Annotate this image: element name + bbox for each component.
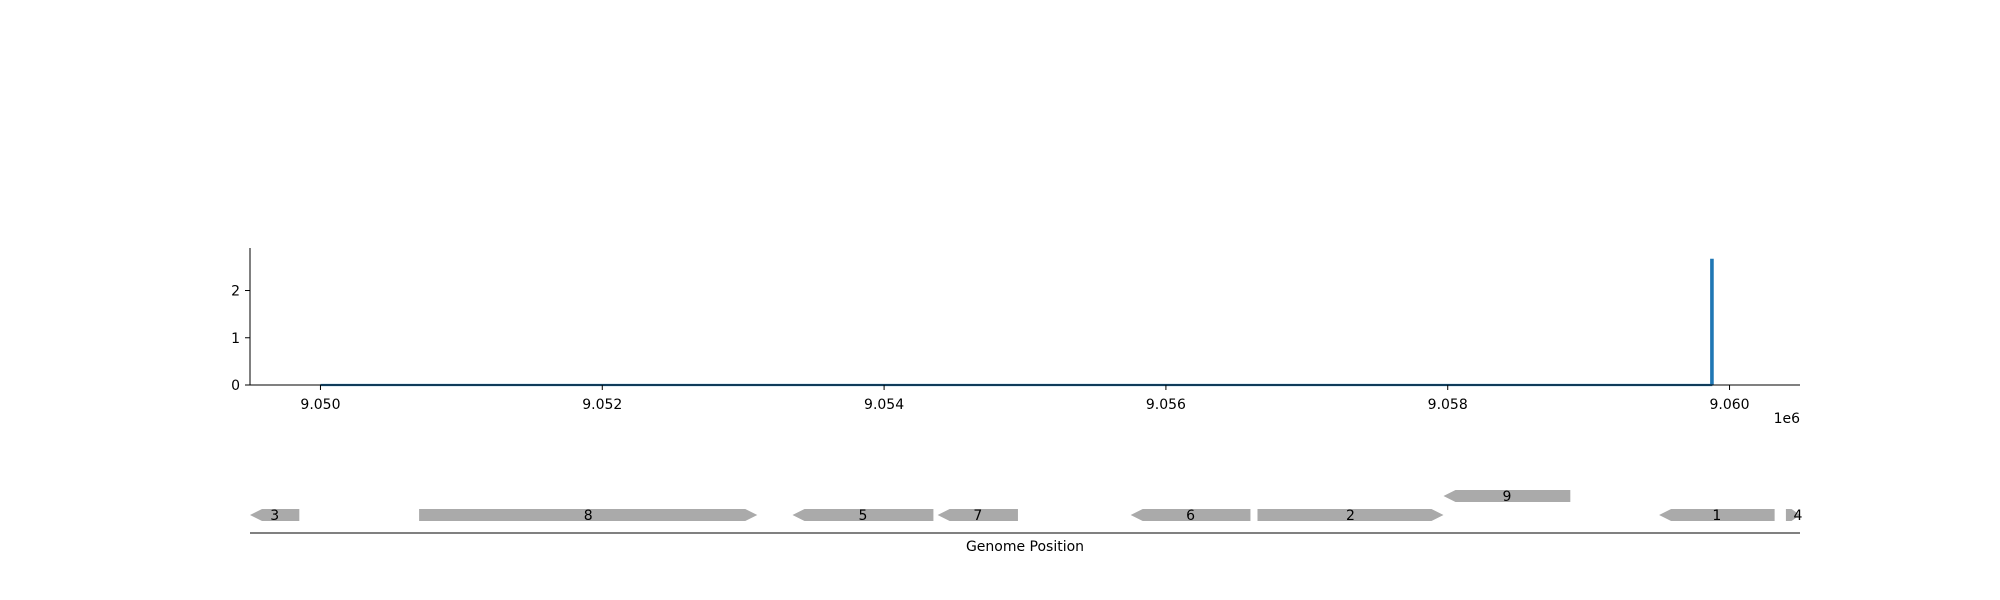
gene-label: 8	[584, 508, 593, 524]
gene-track-panel: 3 8 5 7 6 2 9 1 4 Genome Position	[250, 489, 1803, 555]
x-tick-label: 9.050	[300, 397, 340, 413]
gene-arrow	[419, 509, 758, 521]
gene-label: 4	[1794, 508, 1803, 524]
gene-label: 6	[1186, 508, 1195, 524]
coverage-x-ticks: 9.050 9.052 9.054 9.056 9.058 9.060	[300, 385, 1750, 413]
gene-track-genes: 3 8 5 7 6 2 9 1 4	[250, 489, 1803, 524]
gene-label: 2	[1346, 508, 1355, 524]
y-tick-label: 2	[231, 284, 240, 300]
gene-arrow	[250, 509, 300, 521]
gene-label: 9	[1502, 489, 1511, 505]
x-offset-label: 1e6	[1774, 411, 1801, 427]
gene-track-x-axis-label: Genome Position	[966, 539, 1084, 555]
gene-arrow	[792, 509, 934, 521]
gene-arrow	[1785, 509, 1800, 521]
gene-arrow	[937, 509, 1018, 521]
coverage-panel: 9.050 9.052 9.054 9.056 9.058 9.060 0 1 2 1e6	[231, 248, 1800, 427]
x-tick-label: 9.060	[1709, 397, 1749, 413]
gene-label: 7	[973, 508, 982, 524]
gene-arrow	[1659, 509, 1775, 521]
coverage-y-ticks: 0 1 2	[231, 284, 250, 394]
x-tick-label: 9.054	[864, 397, 904, 413]
x-tick-label: 9.056	[1146, 397, 1186, 413]
gene-label: 3	[270, 508, 279, 524]
gene-arrow	[1443, 490, 1571, 502]
x-tick-label: 9.058	[1428, 397, 1468, 413]
y-tick-label: 1	[231, 331, 240, 347]
x-tick-label: 9.052	[582, 397, 622, 413]
gene-label: 5	[858, 508, 867, 524]
gene-arrow	[1130, 509, 1251, 521]
y-tick-label: 0	[231, 378, 240, 394]
gene-label: 1	[1712, 508, 1721, 524]
gene-arrow	[1257, 509, 1444, 521]
